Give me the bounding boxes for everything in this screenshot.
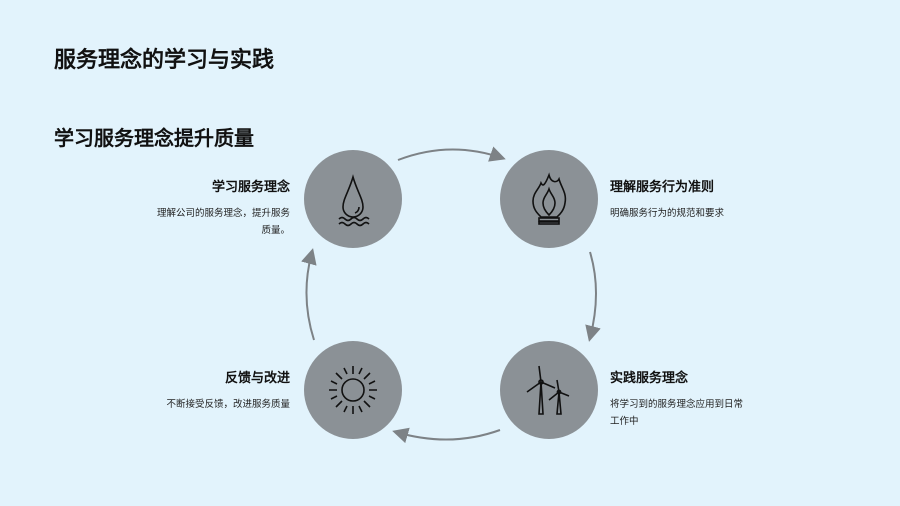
step-3-circle: [500, 341, 598, 439]
section-subtitle: 学习服务理念提升质量: [54, 126, 254, 150]
wind-turbine-icon: [526, 365, 570, 415]
step-4-label: 反馈与改进 不断接受反馈，改进服务质量: [110, 367, 290, 413]
step-heading: 理解服务行为准则: [610, 180, 715, 195]
step-4-circle: [304, 341, 402, 439]
step-heading: 实践服务理念: [610, 371, 689, 386]
arrow-right: [585, 251, 601, 342]
water-drop-icon: [338, 174, 370, 227]
page-title: 服务理念的学习与实践: [54, 48, 275, 73]
step-description: 不断接受反馈，改进服务质量: [166, 399, 290, 410]
step-description: 理解公司的服务理念，提升服务质量。: [156, 208, 290, 236]
arrow-bottom: [392, 427, 501, 444]
sun-icon: [329, 366, 377, 414]
step-1-circle: [304, 150, 402, 248]
arrow-top: [397, 146, 506, 162]
arrow-left: [301, 248, 317, 341]
step-3-label: 实践服务理念 将学习到的服务理念应用到日常工作中: [610, 367, 750, 430]
step-heading: 学习服务理念: [211, 180, 290, 195]
step-heading: 反馈与改进: [224, 371, 290, 386]
step-2-label: 理解服务行为准则 明确服务行为的规范和要求: [610, 176, 790, 222]
step-description: 明确服务行为的规范和要求: [610, 208, 725, 219]
step-description: 将学习到的服务理念应用到日常工作中: [610, 399, 744, 427]
step-1-label: 学习服务理念 理解公司的服务理念，提升服务质量。: [110, 176, 290, 239]
step-2-circle: [500, 150, 598, 248]
flame-icon: [532, 172, 567, 225]
